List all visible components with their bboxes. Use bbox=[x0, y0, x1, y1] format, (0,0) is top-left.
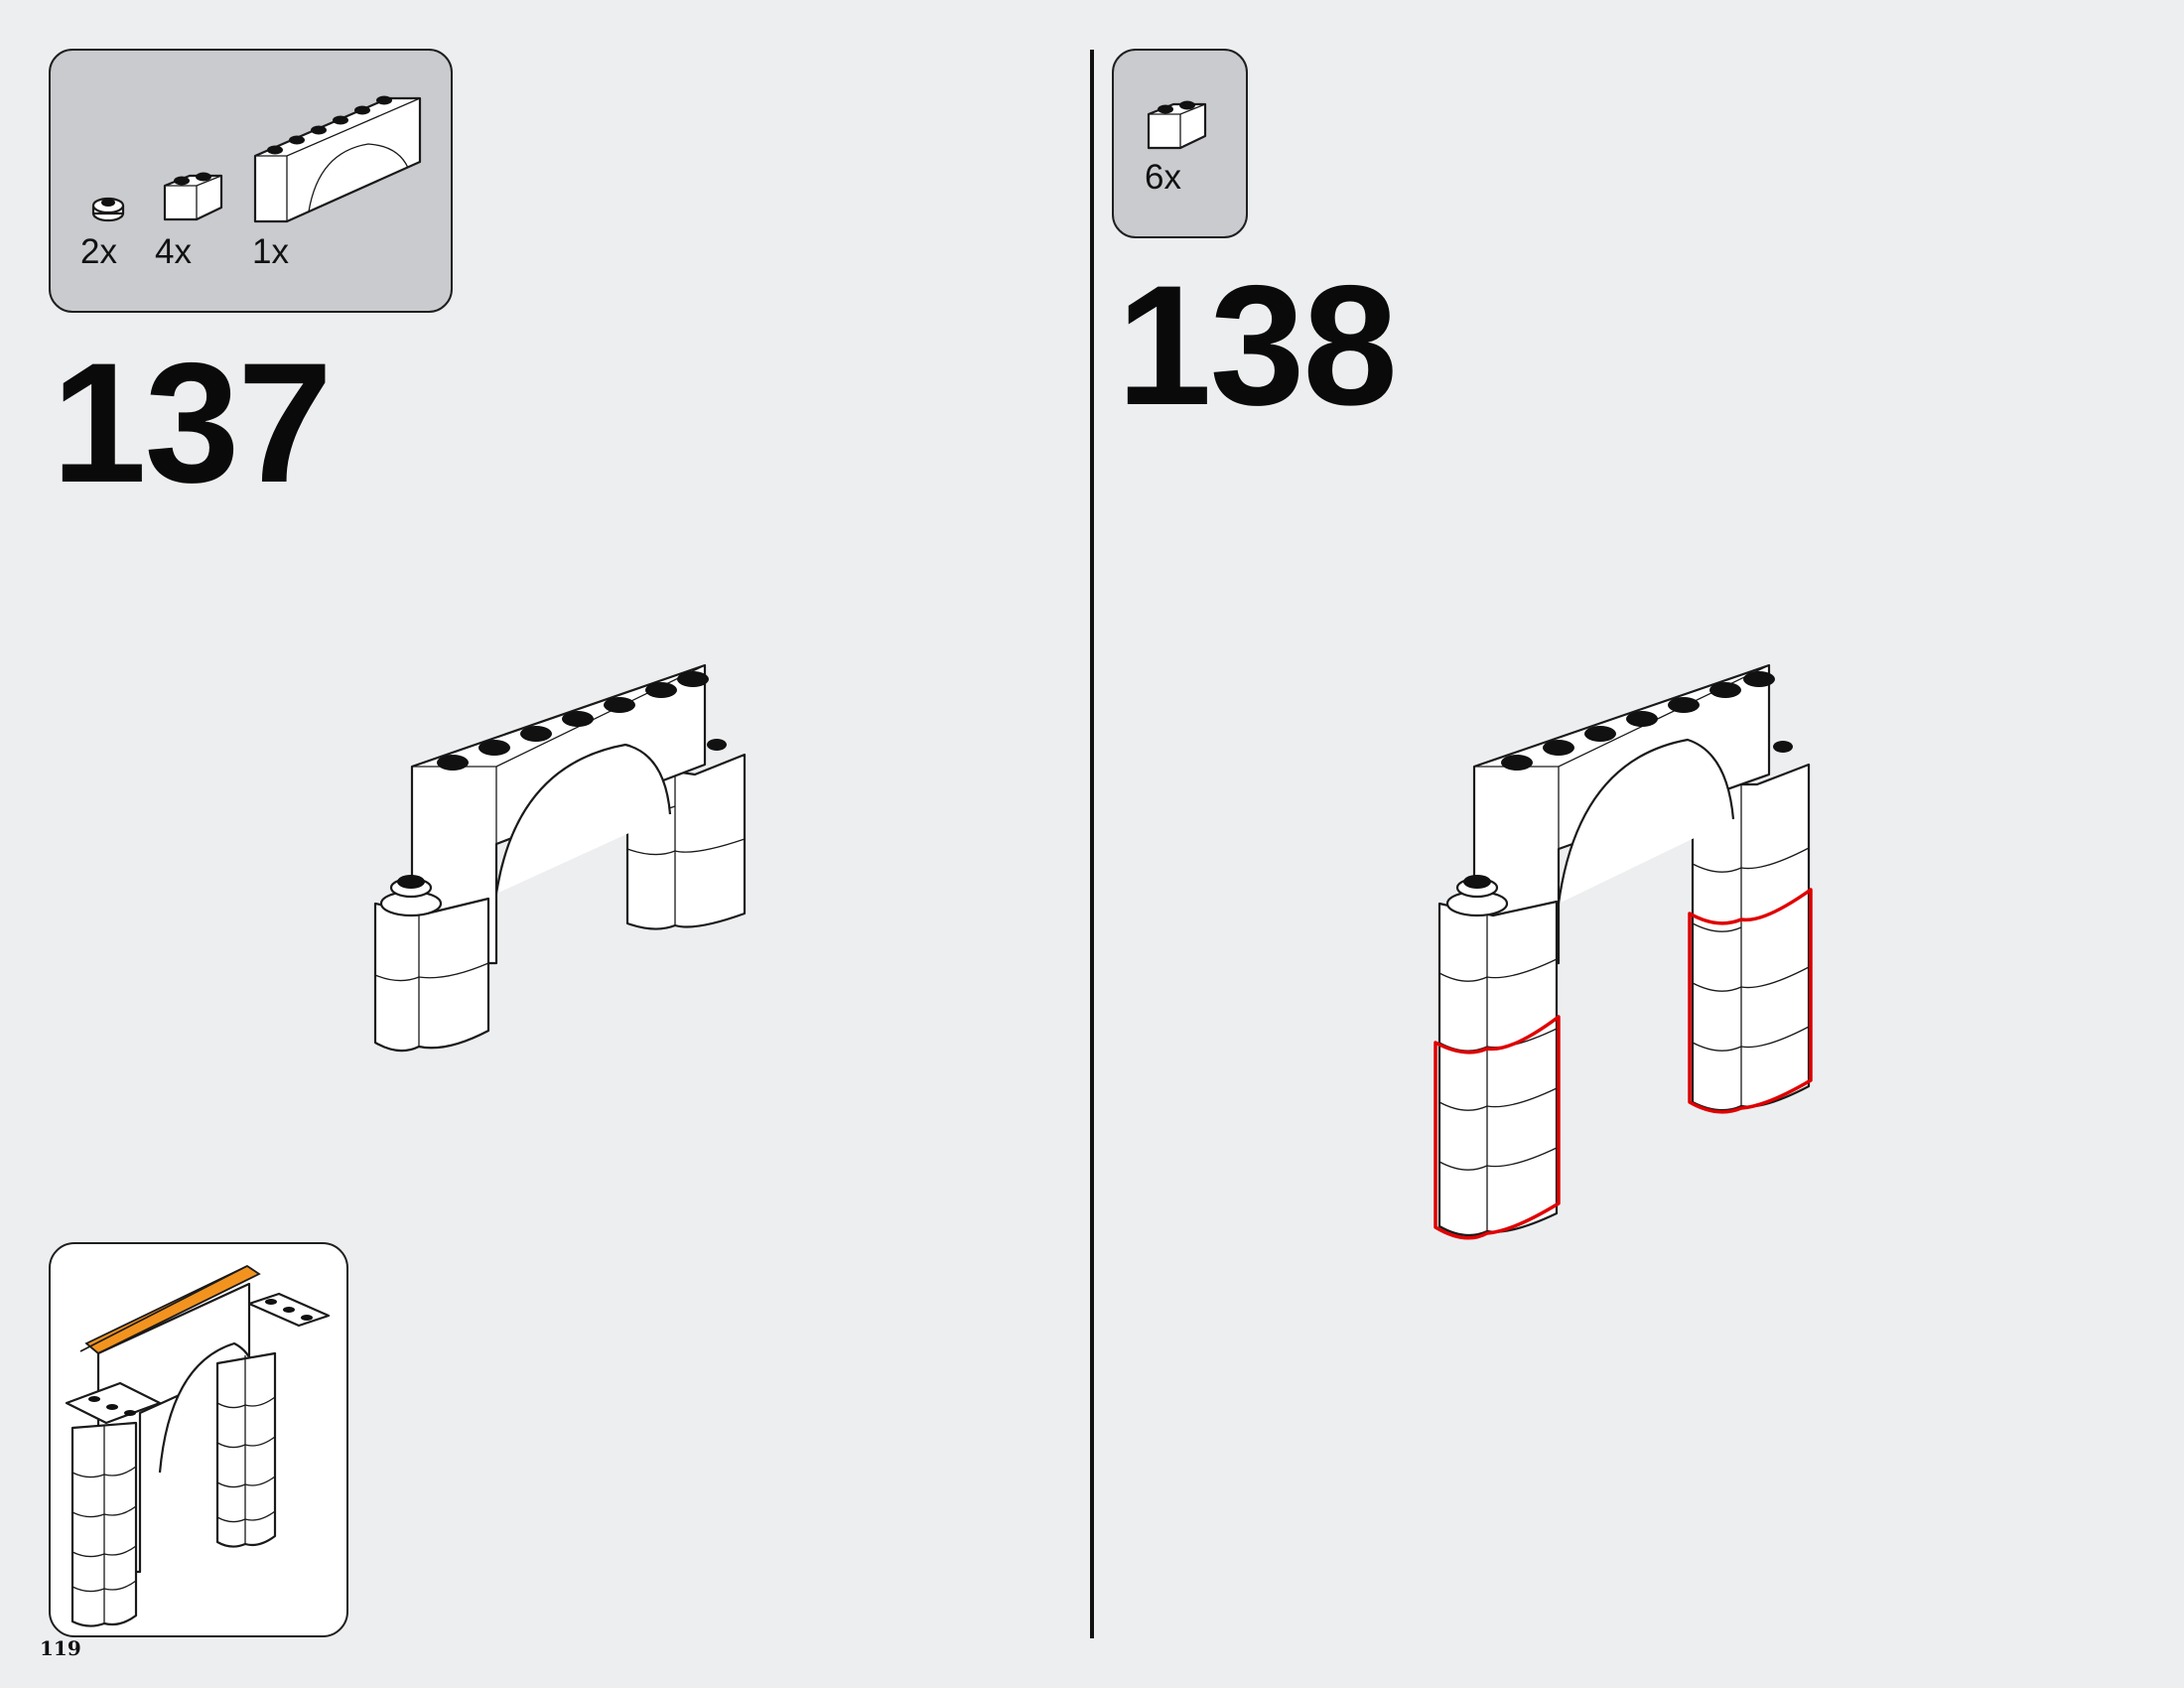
brick-1x2-rounded-icon bbox=[1147, 100, 1207, 150]
part-qty: 4x bbox=[155, 232, 192, 271]
step-number: 137 bbox=[52, 328, 333, 518]
overview-model-illustration bbox=[65, 1264, 331, 1627]
part-qty: 6x bbox=[1145, 158, 1181, 197]
brick-1x2-rounded-icon bbox=[163, 172, 223, 221]
parts-callout-step-137: 2x 4x 1x bbox=[49, 49, 453, 313]
assembly-overview-inset bbox=[49, 1242, 348, 1637]
parts-callout-step-138: 6x bbox=[1112, 49, 1248, 238]
round-plate-1x1-icon bbox=[91, 197, 125, 222]
page-number: 119 bbox=[40, 1636, 81, 1660]
part-qty: 2x bbox=[80, 232, 117, 271]
step-138-model-illustration bbox=[1433, 663, 1813, 1240]
step-number: 138 bbox=[1117, 250, 1398, 441]
arch-brick-1x6-icon bbox=[253, 95, 422, 223]
step-137-model-illustration bbox=[373, 663, 747, 1053]
step-divider bbox=[1090, 50, 1094, 1638]
part-qty: 1x bbox=[252, 232, 289, 271]
